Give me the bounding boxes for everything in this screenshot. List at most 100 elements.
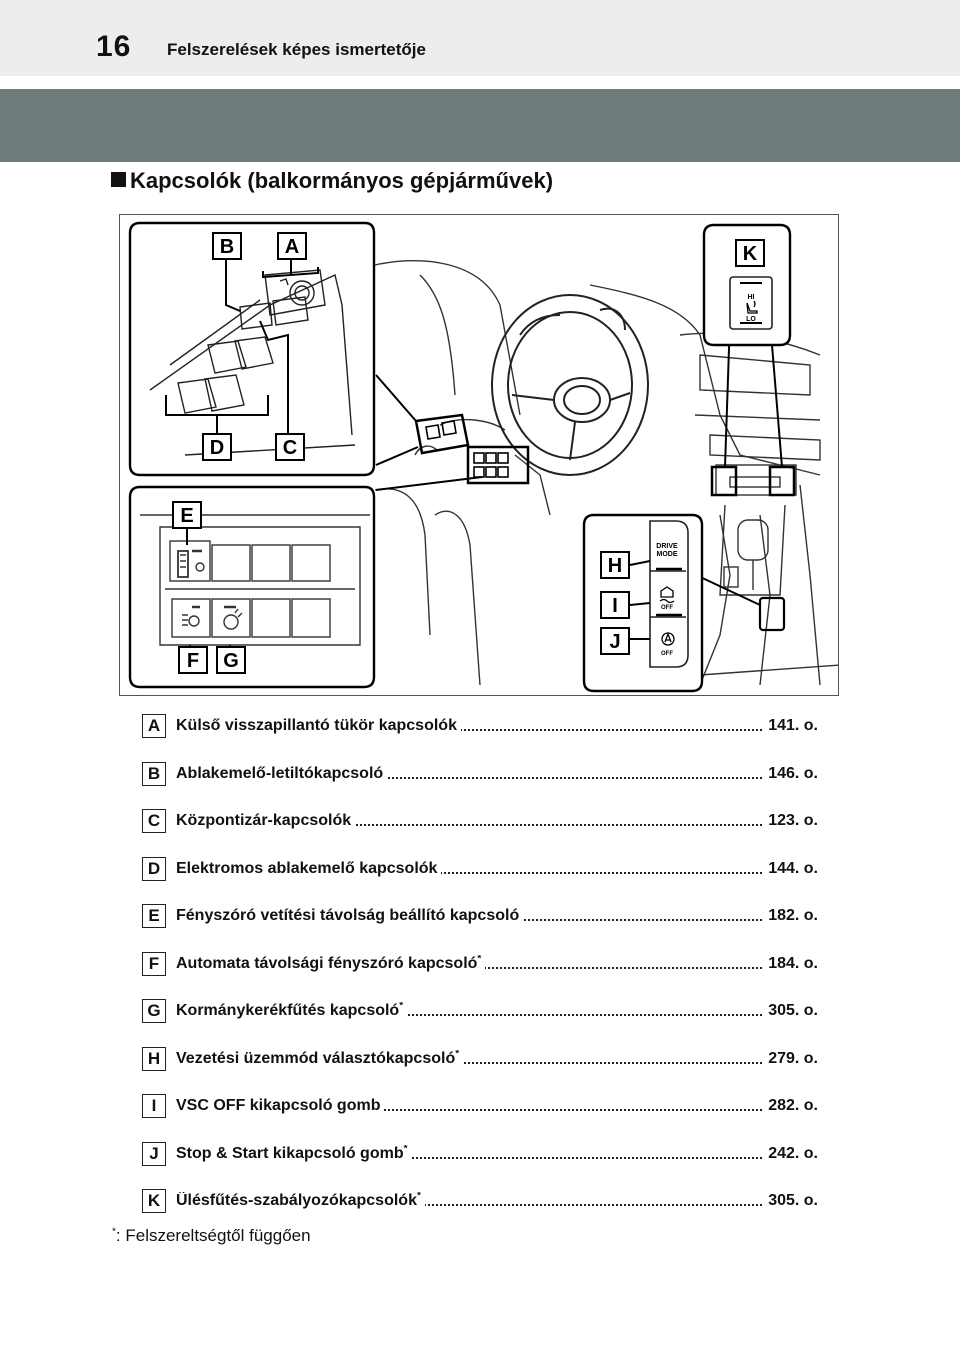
stop-start-off-label: OFF <box>661 651 673 657</box>
item-letter-badge: H <box>142 1047 166 1071</box>
list-item: B Ablakemelő-letiltókapcsoló 146. o. <box>142 762 822 786</box>
callout-i: I <box>612 595 618 617</box>
callout-box-e <box>172 501 202 529</box>
seat-heater-switch-right-marker <box>768 465 796 497</box>
list-item: F Automata távolsági fényszóró kapcsoló*1… <box>142 952 822 976</box>
item-page-ref: 305. o. <box>764 1002 818 1020</box>
callout-f: F <box>187 650 199 672</box>
callout-box-h <box>600 551 630 579</box>
seat-heater-switch-left-marker <box>710 465 738 497</box>
leader-dots <box>176 872 818 874</box>
callout-c: C <box>283 437 297 459</box>
callout-e: E <box>180 505 193 527</box>
vsc-off-icon <box>659 586 675 604</box>
item-page-ref: 242. o. <box>764 1145 818 1163</box>
item-star: * <box>403 1145 408 1155</box>
item-letter-badge: C <box>142 809 166 833</box>
callout-box-k <box>735 239 765 267</box>
seat-heater-lo-label: LO <box>746 316 756 323</box>
vsc-off-label: OFF <box>661 605 673 611</box>
item-text: Fényszóró vetítési távolság beállító kap… <box>176 907 818 925</box>
item-page-ref: 123. o. <box>764 812 818 830</box>
drive-label-line-1: DRIVE <box>656 543 678 550</box>
item-label: Fényszóró vetítési távolság beállító kap… <box>176 907 520 924</box>
callout-box-d <box>202 433 232 461</box>
item-page-ref: 141. o. <box>764 717 818 735</box>
item-page-ref: 144. o. <box>764 860 818 878</box>
list-item: C Központizár-kapcsolók 123. o. <box>142 809 822 833</box>
inset-lower-dash-switches: E F G <box>128 485 376 689</box>
callout-box-i <box>600 591 630 619</box>
item-label: Ablakemelő-letiltókapcsoló <box>176 765 384 782</box>
leader-dots <box>176 729 818 731</box>
item-text: Kormánykerékfűtés kapcsoló* 305. o. <box>176 1002 818 1020</box>
item-letter-badge: E <box>142 904 166 928</box>
item-letter-badge: A <box>142 714 166 738</box>
callout-box-j <box>600 627 630 655</box>
section-title: Kapcsolók (balkormányos gépjárművek) <box>111 168 553 194</box>
item-letter-badge: K <box>142 1189 166 1213</box>
header-title: Felszerelések képes ismertetője <box>167 40 426 59</box>
callout-d: D <box>210 437 224 459</box>
item-star: * <box>416 1192 421 1202</box>
item-label: Vezetési üzemmód választókapcsoló <box>176 1050 456 1067</box>
page-number: 16 <box>96 30 132 63</box>
item-letter-badge: D <box>142 857 166 881</box>
leader-dots <box>176 824 818 826</box>
callout-k: K <box>743 243 758 265</box>
drive-label-line-2: MODE <box>657 551 678 558</box>
inset-door-switches: B A D C <box>128 221 376 477</box>
item-label: Külső visszapillantó tükör kapcsolók <box>176 717 457 734</box>
callout-box-c <box>275 433 305 461</box>
item-star: * <box>455 1050 460 1060</box>
item-page-ref: 182. o. <box>764 907 818 925</box>
header-band <box>0 0 960 76</box>
leader-dots <box>176 1109 818 1111</box>
leader-dots <box>176 1157 818 1159</box>
callout-b: B <box>220 236 234 258</box>
item-text: Külső visszapillantó tükör kapcsolók 141.… <box>176 717 818 735</box>
item-page-ref: 146. o. <box>764 765 818 783</box>
callout-box-f <box>178 646 208 674</box>
item-label: Kormánykerékfűtés kapcsoló <box>176 1002 400 1019</box>
item-letter-badge: B <box>142 762 166 786</box>
item-letter-badge: J <box>142 1142 166 1166</box>
item-text: Központizár-kapcsolók 123. o. <box>176 812 818 830</box>
item-letter-badge: I <box>142 1094 166 1118</box>
item-page-ref: 305. o. <box>764 1192 818 1210</box>
seat-heater-icon <box>746 300 758 314</box>
leader-dots <box>176 967 818 969</box>
item-text: Automata távolsági fényszóró kapcsoló*18… <box>176 955 818 973</box>
callout-box-b <box>212 232 242 260</box>
item-page-ref: 279. o. <box>764 1050 818 1068</box>
item-text: Ablakemelő-letiltókapcsoló 146. o. <box>176 765 818 783</box>
leader-dots <box>176 1062 818 1064</box>
item-letter-badge: F <box>142 952 166 976</box>
callout-j: J <box>609 631 620 653</box>
item-label: Központizár-kapcsolók <box>176 812 352 829</box>
inset-seat-heater: HI LO K <box>702 223 792 347</box>
item-star: * <box>399 1002 404 1012</box>
callout-a: A <box>285 236 299 258</box>
callout-h: H <box>608 555 622 577</box>
item-label: Ülésfűtés-szabályozókapcsolók <box>176 1192 417 1209</box>
leader-dots <box>176 1204 818 1206</box>
seat-heater-hi-label: HI <box>748 294 755 301</box>
callout-box-a <box>277 232 307 260</box>
leader-lines <box>375 318 783 606</box>
item-label: VSC OFF kikapcsoló gomb <box>176 1097 381 1114</box>
list-item: K Ülésfűtés-szabályozókapcsolók* 305. o. <box>142 1189 822 1213</box>
item-star: * <box>477 955 482 965</box>
door-switch-panel <box>414 413 470 455</box>
switch-figure: B A D C <box>119 214 839 696</box>
callout-box-g <box>216 646 246 674</box>
square-bullet-icon <box>111 172 126 187</box>
item-label: Automata távolsági fényszóró kapcsoló <box>176 955 478 972</box>
leader-dots <box>176 777 818 779</box>
